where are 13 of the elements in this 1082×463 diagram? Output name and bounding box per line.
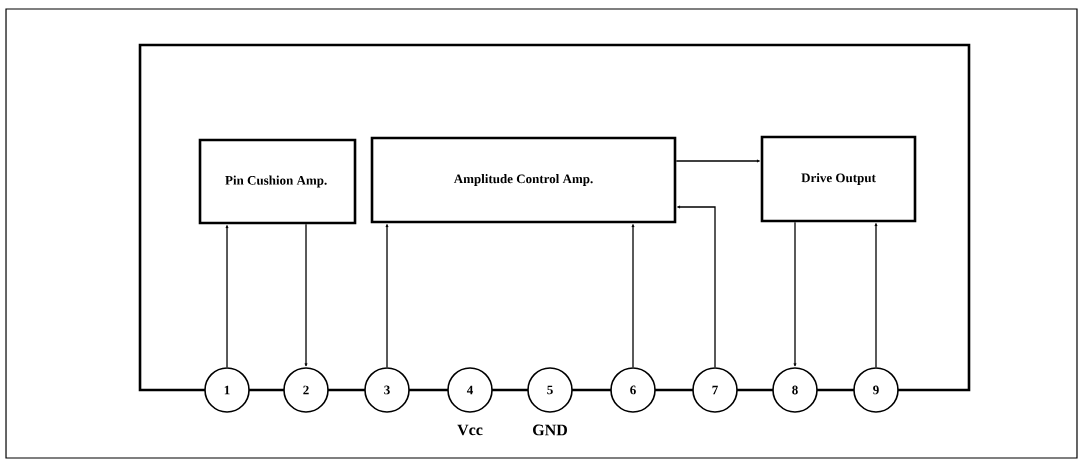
- arrow: [304, 223, 308, 367]
- arrow: [631, 224, 635, 368]
- pin-label: GND: [533, 424, 567, 436]
- arrow: [677, 205, 716, 368]
- pin-label: Vcc: [457, 424, 483, 436]
- block-box: Pin Cushion Amp.: [198, 138, 357, 225]
- block-box: Amplitude Control Amp.: [370, 136, 677, 224]
- arrow: [675, 159, 760, 163]
- arrow: [793, 221, 797, 367]
- arrow: [385, 224, 389, 368]
- arrow: [225, 225, 229, 368]
- arrow: [874, 223, 878, 368]
- block-box: Drive Output: [760, 135, 917, 223]
